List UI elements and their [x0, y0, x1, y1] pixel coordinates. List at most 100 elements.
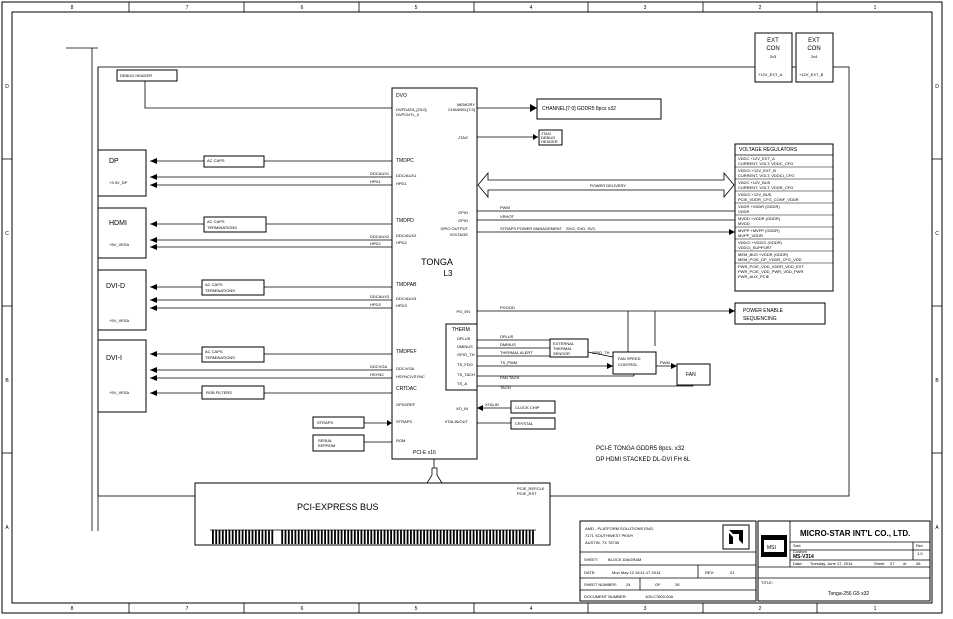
fan-net-label: FAN TACH — [500, 375, 520, 380]
gpu-pin: PG_EN — [456, 309, 470, 314]
pcie-finger — [433, 530, 435, 544]
ext-con-sub: 2x3 — [770, 54, 777, 59]
pcie-finger — [406, 530, 409, 544]
pcie-finger — [221, 530, 224, 544]
debug-header-box — [116, 69, 178, 82]
output-name: DVI-I — [106, 355, 122, 362]
msi-logo-text: MSI — [767, 545, 776, 551]
pcie-finger — [287, 530, 290, 544]
col-label-bottom: 3 — [644, 606, 647, 612]
frame-ticks — [2, 2, 942, 613]
pcie-finger — [403, 530, 406, 544]
arrow-icon — [150, 158, 157, 164]
amd-address: AMD - PLATFORM SOLUTIONS ENG. — [585, 526, 654, 531]
amd-field-value: BLOCK DIAGRAM — [608, 557, 641, 562]
pcie-finger — [251, 530, 254, 544]
vreg-row-text: VDDR — [738, 209, 749, 214]
arrow-icon — [150, 351, 157, 357]
amd-field-value: 24 — [626, 582, 631, 587]
pcie-finger — [297, 530, 300, 544]
column-labels: 8 7 6 5 4 3 2 1 8 7 6 5 4 3 2 1 — [71, 5, 877, 612]
row-label-left: D — [5, 84, 9, 90]
msi-field-label: TITLE: — [761, 580, 773, 585]
row-labels: D C B A D C B A — [5, 84, 939, 531]
output-filter: AC CAPS — [205, 349, 223, 354]
pcie-bus: PCI-EXPRESS BUS PCIE_REFCLK PCIE_RST — [194, 459, 551, 546]
row-label-right: A — [935, 525, 939, 531]
vreg-row-text: MVDD — [738, 221, 750, 226]
fan-label: FAN — [686, 372, 696, 378]
pcie-finger — [456, 530, 458, 544]
col-label-bottom: 8 — [71, 606, 74, 612]
output-net: +3.3V_DP — [109, 180, 128, 185]
pcie-finger — [452, 530, 455, 544]
arrow-icon — [150, 284, 157, 290]
pcie-finger — [495, 530, 498, 544]
pcie-finger — [512, 530, 515, 544]
msi-field-label: of — [903, 561, 907, 566]
output-name: HDMI — [109, 220, 127, 227]
pcie-finger — [485, 530, 488, 544]
gpu-pin: ROM — [396, 438, 405, 443]
power-enable-box — [734, 302, 826, 325]
gpu-dvo: DVO — [396, 93, 407, 99]
pcie-finger — [344, 530, 346, 544]
pcie-finger — [353, 530, 356, 544]
msi-field-value: 1.0 — [917, 551, 923, 556]
arrow-icon — [150, 305, 157, 311]
vreg-row-text: CURRENT, VOLT, VDDC_CFG — [738, 161, 793, 166]
msi-field-value: 36 — [916, 561, 921, 566]
pcie-finger — [439, 530, 442, 544]
amd-address: 7171 SOUTHWEST PKWY — [585, 533, 634, 538]
ext-con-net: +12V_EXT_B — [799, 72, 824, 77]
output-signal: DDCAUX1 — [370, 171, 390, 176]
pcie-finger — [347, 530, 350, 544]
output-filter: TERMINATIONS — [205, 288, 235, 293]
output-filter: AC CAPS — [205, 282, 223, 287]
output-hdmi: HDMI +5V_VESA AC CAPS TERMINATIONS DDCAU… — [97, 207, 392, 259]
pcie-finger — [363, 530, 366, 544]
pcie-finger — [271, 530, 274, 544]
vreg-row-text: PWR_PCIE_VDD_PWR_VDD_PWR — [738, 269, 803, 274]
pcie-fingers — [210, 529, 536, 544]
pcie-finger — [304, 530, 307, 544]
msi-field-label: Sheet — [874, 561, 885, 566]
ext-con-b: EXT CON 2x4 +12V_EXT_B — [795, 32, 834, 83]
pcie-finger — [228, 530, 231, 544]
pcie-finger — [320, 530, 323, 544]
pcie-finger — [419, 530, 422, 544]
pcie-finger — [314, 530, 317, 544]
gpu-pin: HSYNC/VSYNC — [396, 374, 425, 379]
vreg-row-text: VDDCI_SUPPORT — [738, 245, 772, 250]
gpu-port-crtdac: CRTDAC — [396, 386, 417, 392]
arrow-icon — [150, 182, 157, 188]
amd-field-label: SHEET NUMBER: — [584, 582, 617, 587]
pcie-finger — [294, 530, 297, 544]
output-signal: HSYNC — [370, 372, 384, 377]
vreg-row-text: VDDCI +12V_EXT_B — [738, 168, 776, 173]
pcie-finger — [446, 530, 449, 544]
pcie-finger — [254, 530, 257, 544]
output-dvi-d: DVI-D +5V_VESA AC CAPS TERMINATIONS DDCA… — [97, 269, 392, 331]
pcie-finger — [509, 530, 511, 544]
output-net: +5V_VESA — [109, 242, 129, 247]
osc-net-label: XTALIN — [485, 402, 499, 407]
pcie-finger — [400, 530, 402, 544]
pcie-finger — [532, 530, 534, 544]
gpu-port-tmdpd: TMDPD — [396, 218, 414, 224]
output-filter: AC CAPS — [207, 219, 225, 224]
fan-net-label: TACH — [500, 385, 511, 390]
col-label-bottom: 4 — [530, 606, 533, 612]
pcie-bus-label: PCI-EXPRESS BUS — [297, 502, 379, 512]
gpu-pin: JTAG — [458, 135, 468, 140]
vreg-row-text: VDDC +12V_BUS — [738, 180, 771, 185]
row-label-left: C — [5, 231, 9, 237]
pcie-finger — [459, 530, 462, 544]
col-label-bottom: 5 — [415, 606, 418, 612]
arrow-icon — [150, 221, 157, 227]
gpu-pin: DDC/VGA — [396, 366, 415, 371]
eeprom-box — [312, 434, 365, 452]
gpu-pin: XTALIN/OUT — [445, 419, 469, 424]
pcie-finger — [268, 530, 270, 544]
row-label-left: A — [5, 525, 9, 531]
